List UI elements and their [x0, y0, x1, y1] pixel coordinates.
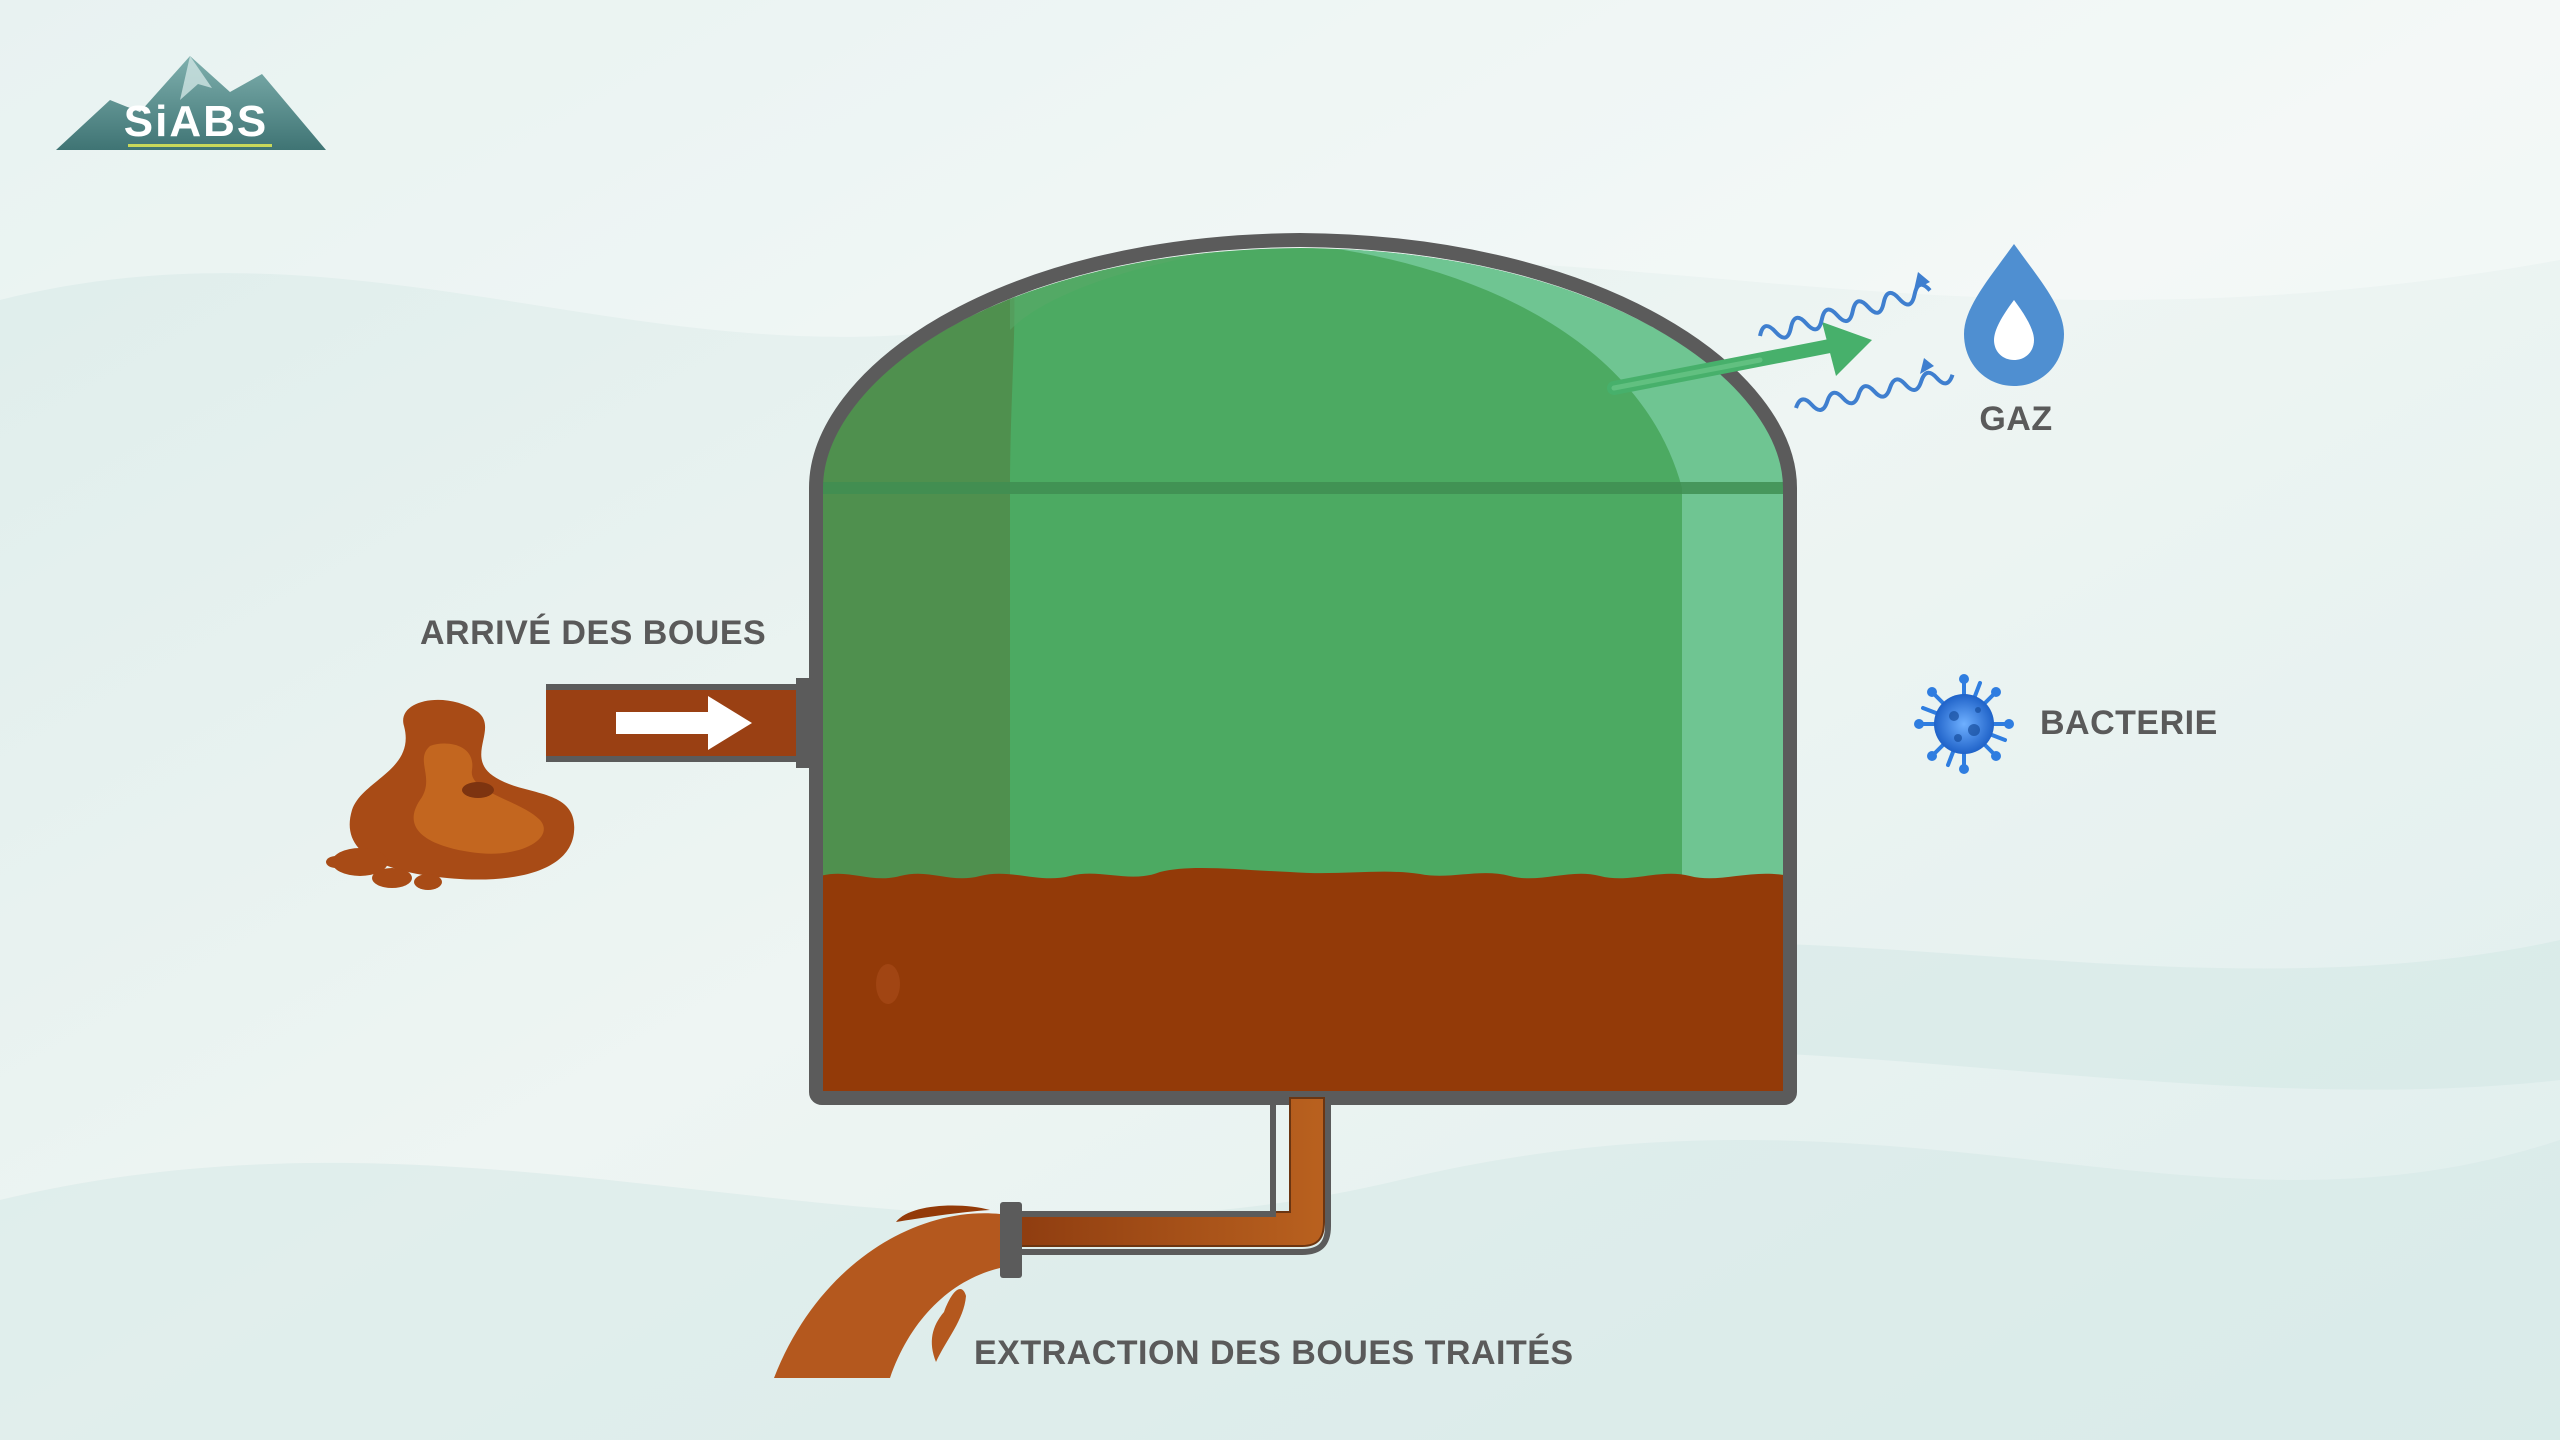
tank-outline — [809, 233, 1797, 1105]
water-drop-icon — [1964, 244, 2064, 386]
tank-sludge — [822, 867, 1784, 1092]
gas-wave-line — [1758, 282, 1932, 340]
logo-text: SiABS — [124, 97, 268, 146]
bacteria-label: BACTERIE — [2040, 704, 2218, 742]
gas-wave-arrowhead — [1920, 358, 1934, 374]
gas-wave-line — [1794, 370, 1955, 412]
virus-icon — [1914, 674, 2014, 774]
background-wave — [0, 1140, 2560, 1440]
arrow-right-icon — [616, 696, 752, 750]
outflow-splash — [896, 1205, 990, 1222]
outflow-drop — [931, 1289, 966, 1362]
sludge-bubble — [876, 964, 900, 1004]
logo-mountains — [56, 56, 326, 150]
outlet-label: EXTRACTION DES BOUES TRAITÉS — [974, 1334, 1574, 1372]
logo-underline — [128, 144, 272, 147]
outlet-pipe — [774, 1097, 1331, 1378]
sludge-puddle-icon — [326, 699, 575, 890]
background-wave — [0, 0, 2560, 337]
gas-label: GAZ — [1979, 400, 2052, 438]
outflow-stream — [774, 1213, 1000, 1378]
logo-mountain-highlight — [180, 56, 212, 100]
gas-release-arrow — [1607, 322, 1872, 395]
gas-wave-arrowhead — [1914, 272, 1930, 290]
inlet-pipe — [546, 678, 824, 768]
digester-tank — [809, 233, 1797, 1105]
siabs-logo: SiABS — [56, 56, 326, 150]
inlet-label: ARRIVÉ DES BOUES — [420, 614, 766, 652]
